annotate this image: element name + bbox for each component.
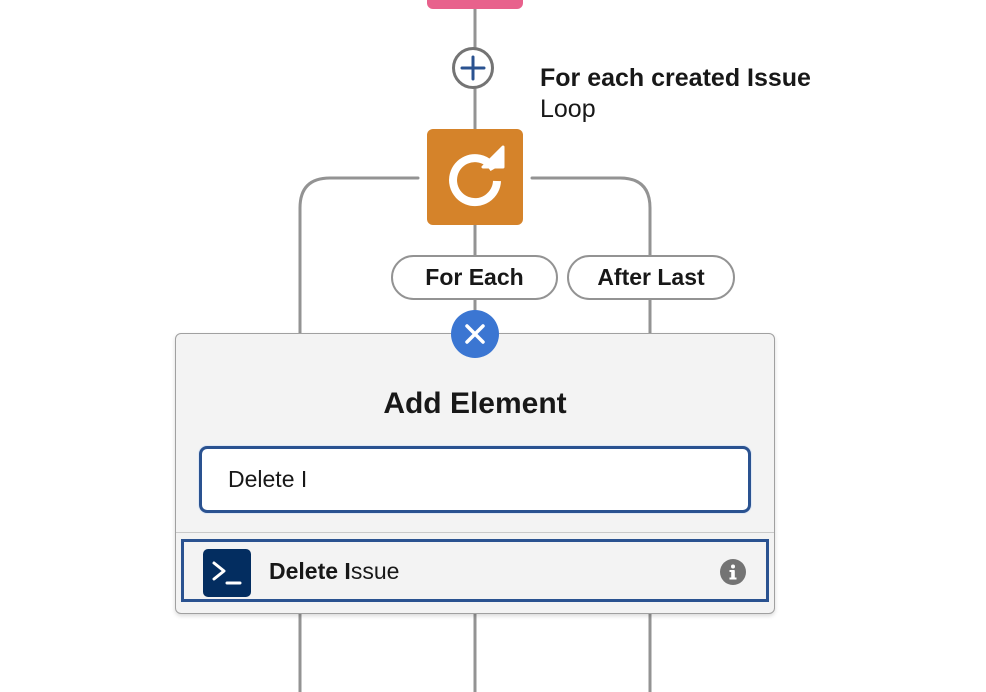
panel-title: Add Element	[383, 387, 567, 420]
loop-element-node[interactable]	[427, 129, 523, 225]
add-element-panel: Add Element Delete Issue	[175, 333, 775, 614]
plus-icon	[460, 55, 486, 81]
previous-element-node[interactable]	[427, 0, 523, 9]
terminal-action-icon	[203, 549, 251, 597]
search-result-match-text: Delete I	[269, 558, 351, 584]
search-result-rest-text: ssue	[350, 558, 400, 584]
search-result-delete-issue[interactable]: Delete Issue	[181, 539, 769, 602]
element-search-input[interactable]	[199, 446, 751, 513]
info-icon[interactable]	[720, 559, 746, 585]
panel-divider	[176, 532, 774, 533]
search-result-label: Delete Issue	[269, 555, 399, 587]
for-each-branch-label[interactable]: For Each	[391, 255, 558, 300]
loop-element-type: Loop	[540, 95, 596, 123]
after-last-branch-label[interactable]: After Last	[567, 255, 735, 300]
connector-left-loopback	[298, 176, 420, 337]
connector-right-after-last	[530, 176, 652, 257]
loop-element-label[interactable]: For each created Issue Loop	[540, 63, 811, 125]
close-icon	[465, 324, 485, 344]
loop-element-title: For each created Issue	[540, 64, 811, 92]
loop-arrow-icon	[449, 145, 505, 207]
close-panel-button[interactable]	[451, 310, 499, 358]
add-element-button[interactable]	[452, 47, 494, 89]
